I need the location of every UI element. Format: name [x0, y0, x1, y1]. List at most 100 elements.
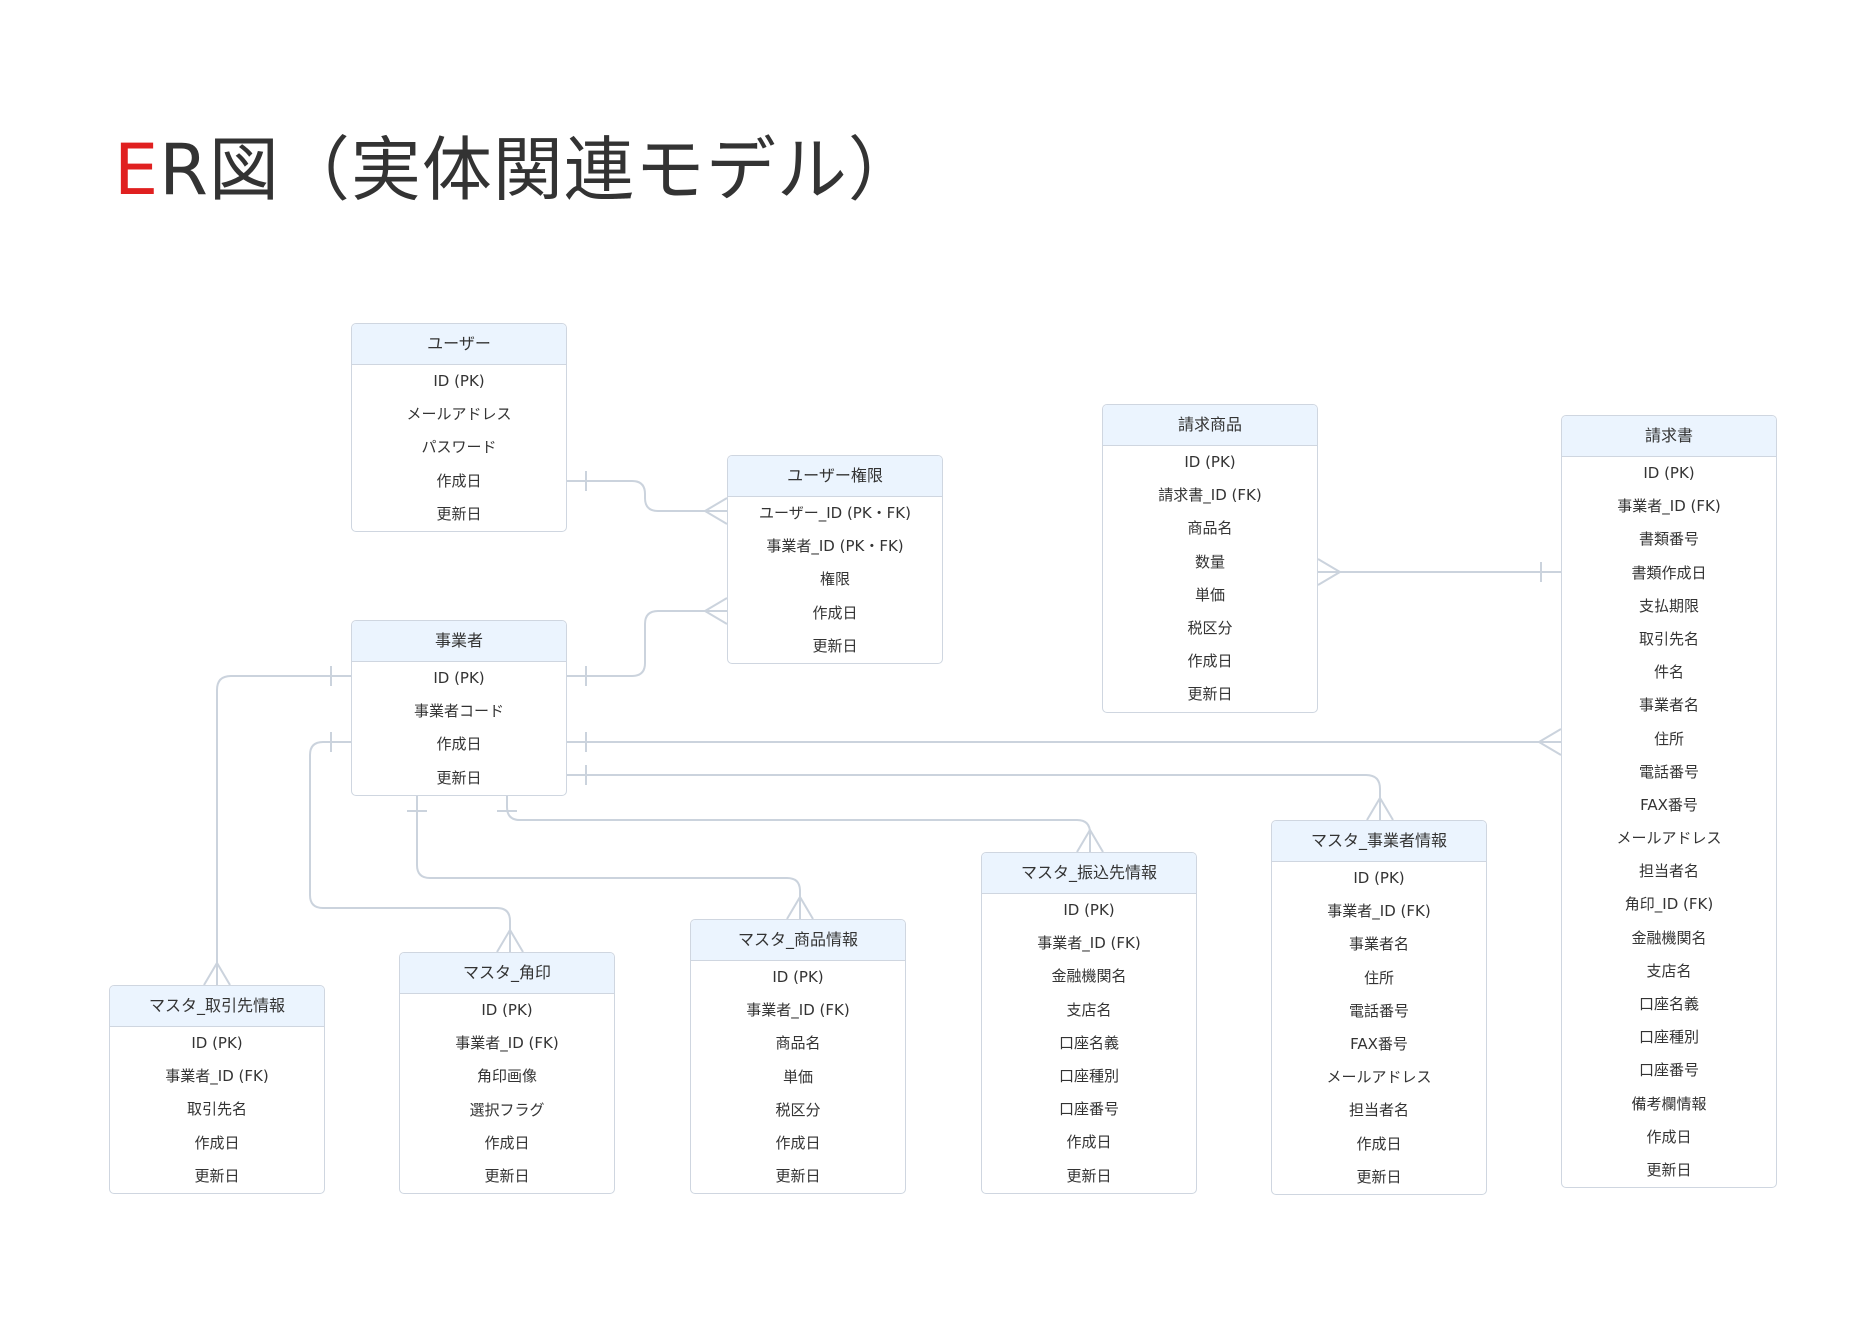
entity-attribute: 作成日: [1066, 1133, 1112, 1152]
entity-attribute: 住所: [1653, 729, 1684, 748]
link-business-m-client: [216, 675, 351, 985]
entity-attribute: ID (PK): [433, 669, 485, 687]
entity-attribute: 取引先名: [186, 1100, 247, 1119]
entity-attribute: ID (PK): [1643, 464, 1695, 482]
entity-attribute: 件名: [1653, 663, 1684, 682]
many-mark-user-perm: [703, 497, 728, 525]
entity-attribute: 更新日: [812, 636, 858, 655]
entity-attribute: 事業者_ID (FK): [1037, 934, 1141, 953]
link-business-m-biz: [566, 774, 1381, 820]
entity-attribute: 更新日: [194, 1166, 240, 1185]
entity-attribute: 更新日: [1066, 1166, 1112, 1185]
entity-attribute: 角印画像: [476, 1067, 537, 1086]
entity-attribute: FAX番号: [1640, 795, 1698, 814]
entity-header: マスタ_商品情報: [691, 920, 905, 961]
many-mark-invoice: [1537, 728, 1562, 756]
entity-attribute: FAX番号: [1350, 1034, 1408, 1053]
entity-attribute: 単価: [1194, 585, 1225, 604]
entity-attribute: 更新日: [1356, 1167, 1402, 1186]
entity-attribute: 事業者_ID (FK): [1617, 497, 1721, 516]
entity-user[interactable]: ユーザー ID (PK) メールアドレス パスワード 作成日 更新日: [351, 323, 567, 532]
entity-attribute: 取引先名: [1638, 629, 1699, 648]
many-mark-m-product: [786, 895, 814, 920]
entity-attribute: 更新日: [1187, 685, 1233, 704]
entity-attribute: 商品名: [775, 1034, 821, 1053]
entity-attribute: 単価: [782, 1067, 813, 1086]
entity-attribute: 支店名: [1066, 1000, 1112, 1019]
entity-m-client[interactable]: マスタ_取引先情報 ID (PK) 事業者_ID (FK) 取引先名 作成日 更…: [109, 985, 325, 1194]
entity-attribute: パスワード: [421, 438, 497, 457]
entity-attribute: ユーザー_ID (PK・FK): [759, 504, 911, 522]
entity-attribute: 住所: [1363, 968, 1394, 987]
title-text: R図（実体関連モデル）: [159, 129, 919, 211]
entity-attribute: メールアドレス: [1326, 1068, 1432, 1087]
entity-attribute: 口座名義: [1058, 1033, 1119, 1052]
entity-attribute: 電話番号: [1348, 1001, 1409, 1020]
entity-attribute: 更新日: [775, 1167, 821, 1186]
entity-attribute: 口座番号: [1638, 1061, 1699, 1080]
entity-attribute: 更新日: [436, 504, 482, 523]
entity-attribute: 事業者_ID (FK): [455, 1034, 559, 1053]
entity-business[interactable]: 事業者 ID (PK) 事業者コード 作成日 更新日: [351, 620, 567, 796]
entity-attribute: 作成日: [775, 1133, 821, 1152]
entity-attribute: 更新日: [1646, 1160, 1692, 1179]
entity-header: 請求書: [1562, 416, 1776, 457]
entity-attribute: 金融機関名: [1051, 967, 1127, 986]
entity-attribute: 電話番号: [1638, 762, 1699, 781]
entity-attribute: 作成日: [1356, 1134, 1402, 1153]
entity-header: 請求商品: [1103, 405, 1317, 446]
entity-m-bank[interactable]: マスタ_振込先情報 ID (PK) 事業者_ID (FK) 金融機関名 支店名 …: [981, 852, 1197, 1194]
many-mark-m-bank: [1076, 828, 1104, 853]
entity-attribute: 作成日: [812, 603, 858, 622]
many-mark-m-seal: [496, 928, 524, 953]
entity-attribute: 権限: [819, 570, 850, 589]
entity-attribute: 作成日: [436, 735, 482, 754]
entity-header: ユーザー権限: [728, 456, 942, 497]
link-business-user-perm: [566, 610, 727, 677]
entity-attribute: 税区分: [775, 1100, 821, 1119]
link-business-m-seal: [309, 741, 511, 952]
entity-attribute: 選択フラグ: [469, 1100, 545, 1119]
entity-attribute: 更新日: [484, 1166, 530, 1185]
entity-attribute: 事業者_ID (FK): [746, 1001, 850, 1020]
entity-attribute: 担当者名: [1348, 1101, 1409, 1120]
link-business-m-bank: [506, 791, 1091, 852]
entity-invoice[interactable]: 請求書 ID (PK) 事業者_ID (FK) 書類番号 書類作成日 支払期限 …: [1561, 415, 1777, 1189]
entity-attribute: 作成日: [194, 1133, 240, 1152]
entity-m-product[interactable]: マスタ_商品情報 ID (PK) 事業者_ID (FK) 商品名 単価 税区分 …: [690, 919, 906, 1195]
page-title: ER図（実体関連モデル）: [114, 128, 919, 212]
entity-attribute: 請求書_ID (FK): [1158, 486, 1262, 505]
entity-attribute: ID (PK): [772, 968, 824, 986]
entity-attribute: ID (PK): [191, 1034, 243, 1052]
entity-attribute: 作成日: [436, 471, 482, 490]
entity-attribute: メールアドレス: [406, 405, 512, 424]
entity-attribute: メールアドレス: [1616, 829, 1722, 848]
many-mark-invoice-item: [1317, 558, 1342, 586]
entity-attribute: 税区分: [1187, 618, 1233, 637]
entity-invoice-item[interactable]: 請求商品 ID (PK) 請求書_ID (FK) 商品名 数量 単価 税区分 作…: [1102, 404, 1318, 713]
entity-attribute: 支払期限: [1638, 596, 1699, 615]
many-mark-user-perm-2: [703, 597, 728, 625]
entity-attribute: 事業者_ID (FK): [1327, 902, 1431, 921]
entity-attribute: 備考欄情報: [1631, 1094, 1707, 1113]
entity-attribute: 口座種別: [1058, 1066, 1119, 1085]
entity-user-perm[interactable]: ユーザー権限 ユーザー_ID (PK・FK) 事業者_ID (PK・FK) 権限…: [727, 455, 943, 664]
entity-attribute: 作成日: [1187, 652, 1233, 671]
entity-m-seal[interactable]: マスタ_角印 ID (PK) 事業者_ID (FK) 角印画像 選択フラグ 作成…: [399, 952, 615, 1195]
entity-attribute: 口座番号: [1058, 1100, 1119, 1119]
entity-attribute: 商品名: [1187, 519, 1233, 538]
many-mark-m-biz: [1366, 796, 1394, 821]
entity-attribute: 角印_ID (FK): [1624, 895, 1714, 914]
entity-attribute: 書類作成日: [1631, 563, 1707, 582]
entity-attribute: ID (PK): [1063, 901, 1115, 919]
entity-header: 事業者: [352, 621, 566, 662]
link-business-m-product: [416, 791, 801, 919]
entity-m-biz[interactable]: マスタ_事業者情報 ID (PK) 事業者_ID (FK) 事業者名 住所 電話…: [1271, 820, 1487, 1195]
entity-attribute: 事業者名: [1348, 935, 1409, 954]
entity-attribute: 事業者コード: [413, 702, 504, 721]
entity-attribute: 支店名: [1646, 961, 1692, 980]
entity-attribute: 金融機関名: [1631, 928, 1707, 947]
entity-header: ユーザー: [352, 324, 566, 365]
entity-header: マスタ_取引先情報: [110, 986, 324, 1027]
